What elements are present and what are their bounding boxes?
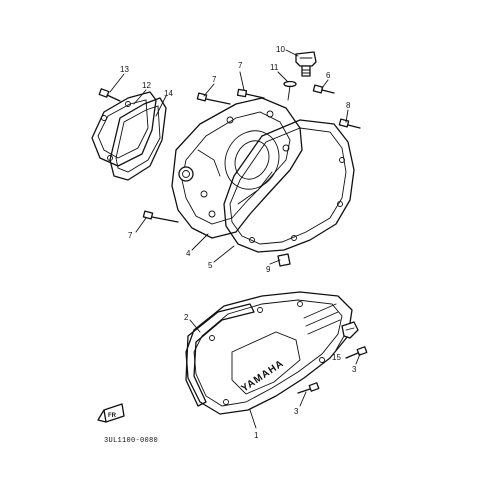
callout-13: 13 (120, 65, 129, 74)
callout-7-left: 7 (212, 75, 217, 84)
crankcase-cover-4 (171, 97, 303, 239)
callout-10: 10 (276, 45, 285, 54)
leader-lines (109, 49, 361, 429)
front-direction-marker: FR (97, 403, 125, 423)
gasket-14 (109, 97, 167, 181)
callout-9: 9 (266, 265, 271, 274)
callout-numbers: 13 12 14 7 7 10 11 6 8 7 4 5 9 2 15 3 3 … (120, 45, 357, 440)
bolt-13 (98, 88, 121, 102)
bolt-3-right (345, 346, 368, 359)
callout-12: 12 (142, 81, 151, 90)
filler-cap-10 (295, 51, 317, 77)
callout-4: 4 (186, 249, 191, 258)
bolt-7-mid (236, 88, 265, 99)
callout-2: 2 (184, 313, 189, 322)
callout-15: 15 (332, 353, 341, 362)
callout-7-mid: 7 (238, 61, 243, 70)
bolt-7-lower (142, 210, 179, 223)
figure-code: 3UL1100-0080 (104, 437, 158, 445)
callout-3-bottom: 3 (294, 407, 299, 416)
front-marker-label: FR (108, 413, 117, 419)
callout-11: 11 (270, 63, 279, 72)
callout-14: 14 (164, 89, 173, 98)
outer-cover-1: YAMAHA (185, 291, 353, 415)
callout-1: 1 (254, 431, 259, 440)
callout-5: 5 (208, 261, 213, 270)
callout-7-lower: 7 (128, 231, 133, 240)
callout-6: 6 (326, 71, 331, 80)
o-ring-11 (283, 80, 297, 101)
callout-8: 8 (346, 101, 351, 110)
gasket-5 (223, 119, 355, 253)
small-cover-12 (91, 91, 157, 167)
dowel-9 (277, 253, 291, 267)
bolt-7-left (196, 92, 231, 105)
bolt-3-bottom (297, 382, 320, 394)
bolt-8 (338, 118, 361, 129)
callout-3-right: 3 (352, 365, 357, 374)
bolt-6 (312, 84, 335, 94)
clamp-15 (341, 321, 359, 339)
gasket-2 (185, 303, 255, 407)
